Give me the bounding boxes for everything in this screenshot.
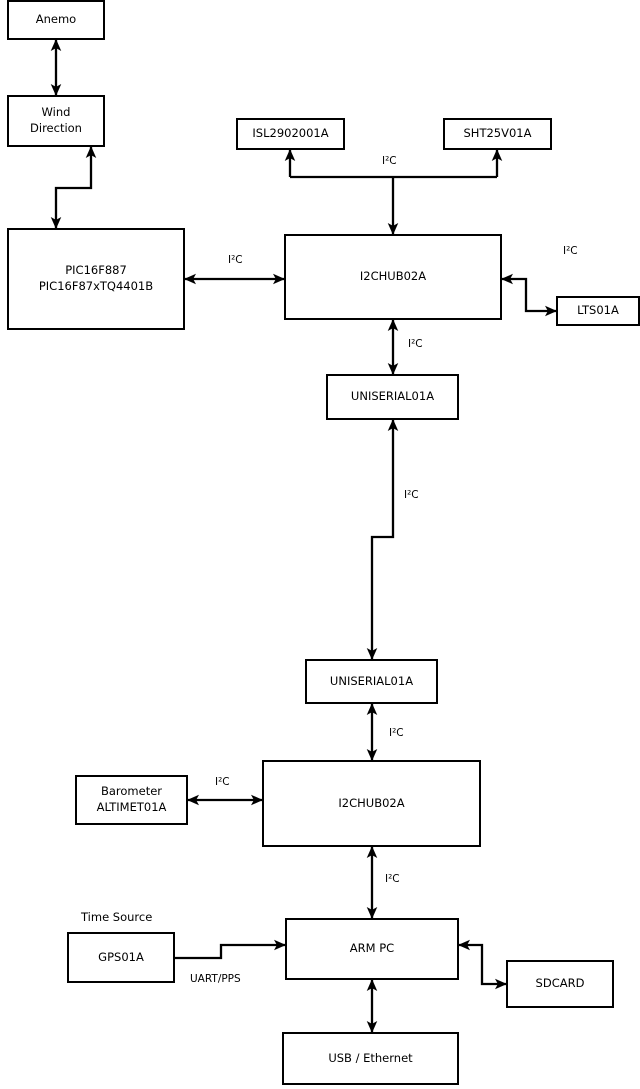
- node-label: Wind Direction: [30, 105, 82, 135]
- node-arm-pc[interactable]: ARM PC: [285, 918, 459, 980]
- edge-label-hub-sensors: I²C: [382, 155, 397, 167]
- edge-label-gps-armpc: UART/PPS: [190, 973, 241, 985]
- wire-hubtop-lts: [501, 273, 557, 317]
- edge-label-hub-uniserial: I²C: [408, 338, 423, 350]
- edge-label-uniserial-hubbot: I²C: [389, 727, 404, 739]
- node-label: Anemo: [35, 12, 77, 27]
- node-i2chub02a-top[interactable]: I2CHUB02A: [284, 234, 502, 320]
- node-label: SHT25V01A: [463, 126, 532, 141]
- node-isl2902001a[interactable]: ISL2902001A: [236, 118, 345, 150]
- node-pic-mcu[interactable]: PIC16F887 PIC16F87xTQ4401B: [7, 228, 185, 330]
- node-wind-direction[interactable]: Wind Direction: [7, 95, 105, 147]
- node-label: ARM PC: [349, 941, 395, 956]
- node-usb-ethernet[interactable]: USB / Ethernet: [282, 1032, 459, 1085]
- node-gps01a[interactable]: GPS01A: [67, 932, 175, 983]
- node-label: UNISERIAL01A: [350, 389, 435, 404]
- node-label: GPS01A: [98, 949, 144, 964]
- node-label: ISL2902001A: [252, 126, 329, 141]
- node-i2chub02a-bottom[interactable]: I2CHUB02A: [262, 760, 481, 847]
- node-label: SDCARD: [535, 976, 585, 991]
- label-time-source: Time Source: [81, 910, 153, 924]
- node-label: PIC16F887 PIC16F87xTQ4401B: [38, 263, 154, 293]
- node-label: I2CHUB02A: [359, 269, 427, 284]
- edge-label-hubbot-armpc: I²C: [385, 873, 400, 885]
- node-uniserial01a-bottom[interactable]: UNISERIAL01A: [305, 659, 438, 704]
- wire-gps-armpc: [175, 939, 286, 960]
- node-uniserial01a-top[interactable]: UNISERIAL01A: [326, 374, 459, 420]
- edge-label-hub-lts: I²C: [563, 245, 578, 257]
- node-anemo[interactable]: Anemo: [7, 0, 105, 40]
- node-sdcard[interactable]: SDCARD: [506, 960, 614, 1008]
- wire-armpc-sdcard: [458, 939, 507, 990]
- node-lts01a[interactable]: LTS01A: [556, 296, 640, 326]
- node-barometer-altimet01a[interactable]: Barometer ALTIMET01A: [75, 775, 188, 825]
- node-label: I2CHUB02A: [338, 795, 405, 810]
- node-label: UNISERIAL01A: [329, 673, 414, 688]
- node-sht25v01a[interactable]: SHT25V01A: [443, 118, 552, 150]
- node-label: Barometer ALTIMET01A: [96, 784, 167, 814]
- edge-label-uniserial-link: I²C: [404, 489, 419, 501]
- edge-label-pic-hub: I²C: [228, 254, 243, 266]
- wire-pic-wind: [50, 146, 97, 229]
- node-label: LTS01A: [577, 303, 619, 318]
- edge-label-barometer-hub: I²C: [215, 776, 230, 788]
- node-label: USB / Ethernet: [328, 1050, 413, 1065]
- wire-uniserial-link: [366, 419, 399, 660]
